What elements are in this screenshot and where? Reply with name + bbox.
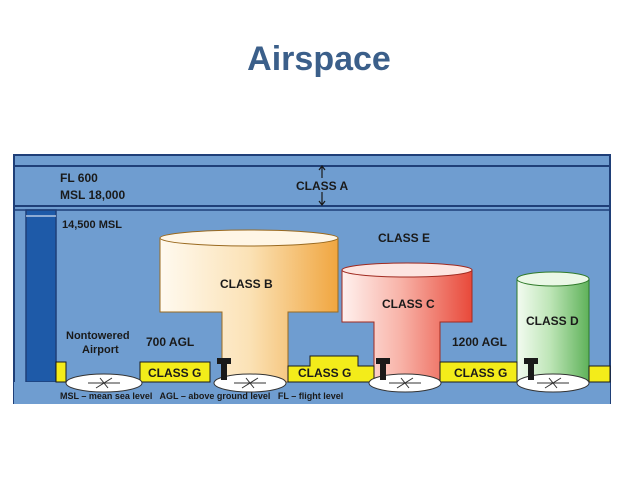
label-class-c: CLASS C xyxy=(382,297,435,311)
label-msl18000: MSL 18,000 xyxy=(60,188,125,202)
airport-class-d xyxy=(516,373,590,393)
label-fl600: FL 600 xyxy=(60,171,98,185)
label-class-a: CLASS A xyxy=(296,179,349,193)
page-title: Airspace xyxy=(247,40,391,78)
tower-icon-b xyxy=(217,358,231,380)
class-a-band xyxy=(13,165,611,207)
airport-nontowered xyxy=(65,373,143,393)
label-msl14500: 14,500 MSL xyxy=(62,219,122,231)
label-class-g-2: CLASS G xyxy=(298,366,351,380)
class-g-strip-1 xyxy=(55,361,211,383)
label-class-d: CLASS D xyxy=(526,314,579,328)
legend-text: MSL – mean sea level AGL – above ground … xyxy=(60,391,343,401)
tower-icon-c xyxy=(376,358,390,380)
label-class-b: CLASS B xyxy=(220,277,273,291)
label-class-e: CLASS E xyxy=(378,231,430,245)
label-nontowered-2: Airport xyxy=(82,344,119,356)
left-bar xyxy=(25,209,57,383)
arrow-down-icon xyxy=(318,192,326,206)
class-g-strip-2 xyxy=(287,355,375,383)
class-c-shape xyxy=(341,262,473,383)
class-d-shape xyxy=(516,271,590,383)
label-1200-agl: 1200 AGL xyxy=(452,335,507,349)
label-700-agl: 700 AGL xyxy=(146,335,194,349)
arrow-up-icon xyxy=(318,165,326,178)
airport-class-b xyxy=(213,373,287,393)
label-class-g-3: CLASS G xyxy=(454,366,507,380)
tower-icon-d xyxy=(524,358,538,380)
class-b-shape xyxy=(159,229,339,383)
class-g-strip-3 xyxy=(439,361,611,383)
label-class-g-1: CLASS G xyxy=(148,366,201,380)
label-nontowered-1: Nontowered xyxy=(66,330,130,342)
airport-class-c xyxy=(368,373,442,393)
